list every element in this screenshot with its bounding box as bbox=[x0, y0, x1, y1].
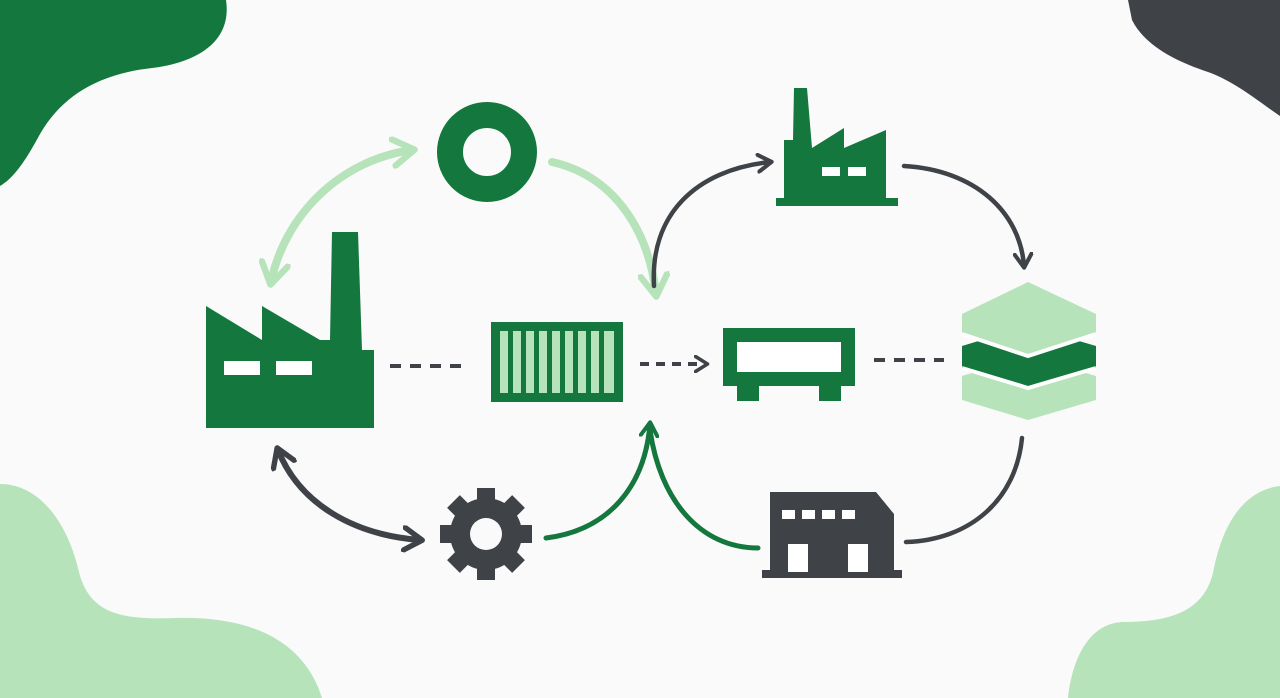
layer-stack-icon bbox=[961, 282, 1097, 420]
corner-blob-top-right bbox=[1128, 0, 1280, 116]
gear-icon bbox=[440, 488, 532, 580]
arrow-ring-container bbox=[548, 158, 656, 294]
arrow-factory-small-layers bbox=[901, 163, 1024, 266]
arrow-container-factory-small bbox=[651, 162, 770, 289]
corner-blob-bottom-left bbox=[0, 484, 322, 698]
arrow-warehouse-container bbox=[647, 427, 761, 551]
factory-main-icon bbox=[206, 232, 374, 428]
corner-blob-top-left bbox=[0, 0, 227, 186]
line-layers-warehouse bbox=[903, 435, 1025, 545]
arrow-ring-factory bbox=[271, 150, 412, 282]
factory-small-icon bbox=[776, 88, 898, 206]
corner-blob-bottom-right bbox=[1068, 486, 1280, 698]
warehouse-icon bbox=[762, 492, 902, 578]
machine-unit-icon bbox=[723, 328, 855, 401]
ring-icon bbox=[437, 102, 537, 202]
arrow-factory-gear bbox=[278, 450, 420, 540]
arrow-gear-container bbox=[543, 424, 650, 541]
shipping-container-icon bbox=[491, 322, 623, 402]
connections bbox=[271, 150, 1024, 548]
